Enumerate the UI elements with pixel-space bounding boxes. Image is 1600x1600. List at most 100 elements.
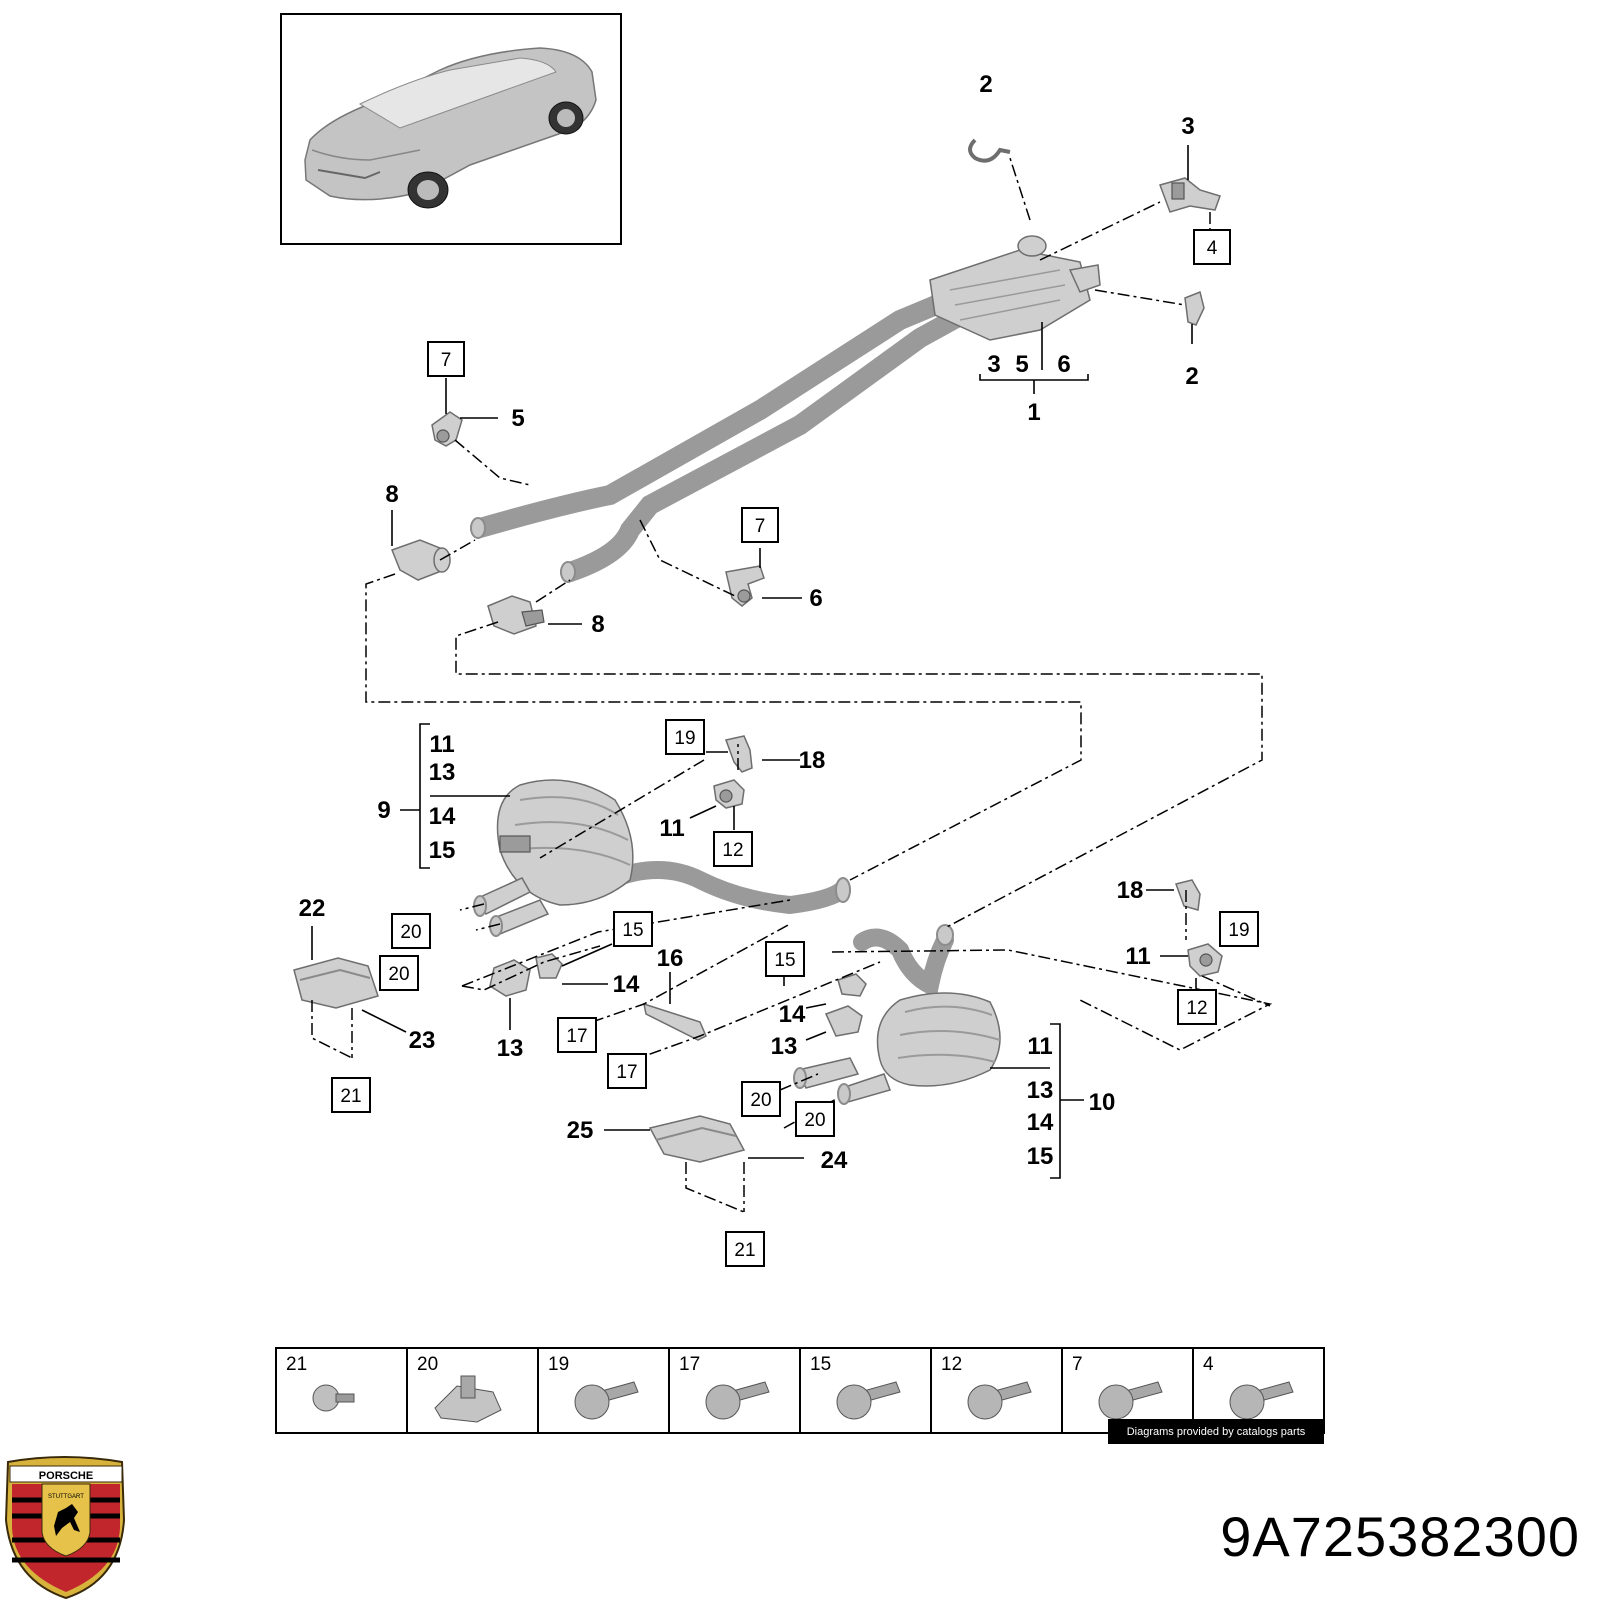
svg-text:11: 11 (1027, 1033, 1052, 1060)
svg-text:8: 8 (385, 481, 398, 508)
svg-text:15: 15 (622, 920, 643, 941)
bolt-icon (967, 1381, 1032, 1420)
fastener-number: 17 (679, 1354, 700, 1375)
svg-text:7: 7 (755, 516, 766, 537)
svg-text:14: 14 (429, 803, 456, 830)
tailpipe-trim-left (293, 957, 379, 1009)
box-15-left: 15 (613, 911, 653, 947)
credit-banner (1108, 1419, 1324, 1444)
svg-text:3: 3 (1181, 113, 1194, 140)
tailpipe-trim-right (648, 1115, 746, 1163)
assembly-lines (311, 157, 1273, 1213)
svg-text:18: 18 (1117, 877, 1144, 904)
fastener-cell: 20 (406, 1348, 502, 1433)
hanger-18-right (1175, 879, 1201, 911)
fastener-number: 20 (417, 1354, 438, 1375)
bolt-icon (1229, 1381, 1294, 1420)
hanger-11-right (1187, 943, 1223, 977)
diagram-credit: Diagrams provided by catalogs parts (1127, 1426, 1306, 1438)
crest-top-text: PORSCHE (39, 1470, 93, 1482)
svg-text:22: 22 (299, 895, 326, 922)
svg-text:15: 15 (774, 950, 795, 971)
box-7-mid: 7 (741, 507, 779, 543)
svg-text:11: 11 (429, 731, 454, 758)
clamp-2-top (968, 138, 1011, 163)
svg-text:18: 18 (799, 747, 826, 774)
svg-text:17: 17 (566, 1026, 587, 1047)
svg-text:19: 19 (1228, 920, 1249, 941)
clip-nut-icon (434, 1375, 502, 1423)
box-20-a: 20 (391, 913, 431, 949)
fastener-cell: 12 (930, 1348, 1032, 1433)
svg-text:2: 2 (1185, 363, 1198, 390)
box-19-right: 19 (1219, 911, 1259, 947)
svg-text:12: 12 (1186, 998, 1207, 1019)
fastener-cell: 15 (799, 1348, 901, 1433)
svg-text:20: 20 (750, 1090, 771, 1111)
clamp-2-right (1184, 290, 1205, 326)
fastener-cell: 19 (537, 1348, 639, 1433)
svg-text:7: 7 (441, 350, 452, 371)
vehicle-overview-inset (280, 13, 622, 245)
svg-text:10: 10 (1089, 1089, 1116, 1116)
fastener-cell: 21 (286, 1354, 355, 1412)
svg-text:13: 13 (771, 1033, 798, 1060)
box-20-c: 20 (741, 1081, 781, 1117)
fastener-table: 21 20 19 17 15 12 7 4 Diagrams provided by cata… (275, 1347, 1325, 1444)
svg-text:14: 14 (613, 971, 640, 998)
svg-text:3: 3 (987, 351, 1000, 378)
box-17-a: 17 (557, 1017, 597, 1053)
svg-text:15: 15 (429, 837, 456, 864)
fastener-cell: 17 (668, 1348, 770, 1433)
svg-text:12: 12 (722, 840, 743, 861)
bolt-icon (1098, 1381, 1163, 1420)
svg-text:19: 19 (674, 728, 695, 749)
leader-lines (311, 145, 1197, 1179)
hanger-5 (431, 411, 463, 447)
bolt-icon (836, 1381, 901, 1420)
svg-text:1: 1 (1027, 399, 1040, 426)
part-callouts: 2 3 2 3 5 6 1 5 8 6 8 18 11 9 11 13 14 1… (299, 71, 1199, 1174)
box-21-left: 21 (331, 1077, 371, 1113)
fastener-number: 21 (286, 1354, 307, 1375)
clamp-8-upper (391, 539, 451, 581)
rear-silencer-left (473, 779, 851, 937)
box-21-right: 21 (725, 1231, 765, 1267)
box-12-right: 12 (1177, 989, 1217, 1025)
hanger-3 (1159, 177, 1221, 213)
hanger-11-left (713, 779, 745, 809)
box-4: 4 (1193, 229, 1231, 265)
svg-text:15: 15 (1027, 1143, 1054, 1170)
fastener-cell: 4 (1192, 1348, 1294, 1433)
svg-text:21: 21 (734, 1240, 755, 1261)
svg-text:6: 6 (809, 585, 822, 612)
svg-text:6: 6 (1057, 351, 1070, 378)
svg-text:14: 14 (1027, 1109, 1054, 1136)
svg-text:24: 24 (821, 1147, 848, 1174)
svg-text:13: 13 (1027, 1077, 1054, 1104)
box-12-left: 12 (713, 831, 753, 867)
svg-text:8: 8 (591, 611, 604, 638)
svg-text:11: 11 (1125, 943, 1150, 970)
box-20-d: 20 (795, 1101, 835, 1137)
boxed-callouts: 4 7 7 19 12 20 20 21 15 17 17 15 19 12 2… (331, 229, 1259, 1267)
fastener-number: 15 (810, 1354, 831, 1375)
screw-icon (312, 1384, 355, 1412)
fastener-number: 7 (1072, 1354, 1083, 1375)
clamp-8-lower (487, 595, 545, 635)
hanger-6 (725, 565, 765, 607)
fastener-number: 19 (548, 1354, 569, 1375)
svg-text:20: 20 (400, 922, 421, 943)
svg-text:16: 16 (657, 945, 684, 972)
svg-text:2: 2 (979, 71, 992, 98)
hanger-18-left (725, 735, 753, 773)
fastener-number: 4 (1203, 1354, 1214, 1375)
svg-text:20: 20 (388, 964, 409, 985)
strap-16 (643, 1002, 707, 1041)
part-number: 9A725382300 (1220, 1505, 1580, 1568)
box-17-b: 17 (607, 1053, 647, 1089)
svg-text:4: 4 (1207, 238, 1218, 259)
porsche-crest-logo: PORSCHE STUTTGART (4, 1456, 126, 1600)
bolt-icon (574, 1381, 639, 1420)
